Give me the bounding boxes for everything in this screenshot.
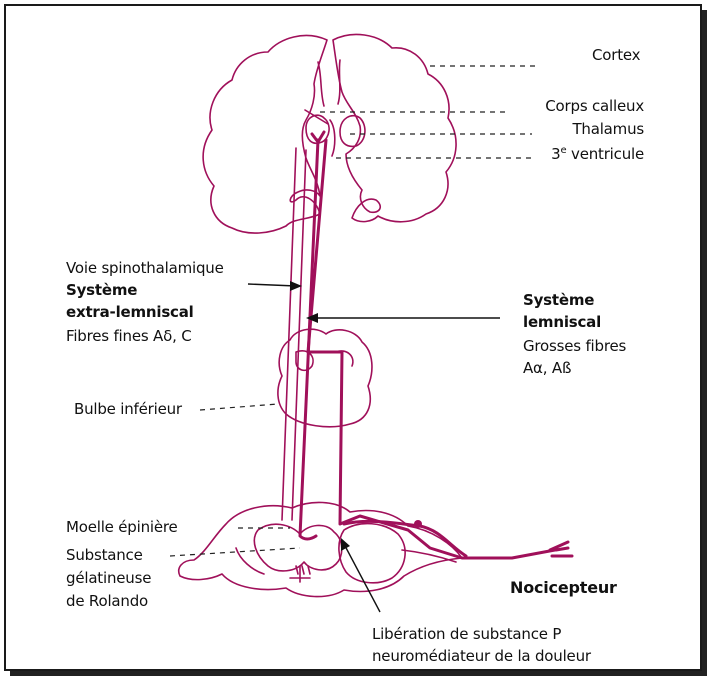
label-liberation: Libération de substance P	[372, 624, 561, 644]
label-de-rolando: de Rolando	[66, 591, 148, 611]
label-voie-spinothalamique: Voie spinothalamique	[66, 258, 224, 278]
label-grosses-fibres: Grosses fibres	[523, 336, 626, 356]
spinal-detail	[236, 548, 456, 582]
leader-substance	[170, 548, 300, 556]
leader-bulbe	[200, 404, 278, 410]
label-nocicepteur: Nocicepteur	[510, 578, 617, 598]
arrow-substance-p	[344, 544, 380, 612]
brain-fissure	[305, 60, 340, 124]
brain-left-hemisphere	[203, 36, 327, 234]
brain-right-hemisphere	[333, 34, 456, 221]
thalamus-right	[340, 116, 365, 147]
label-bulbe: Bulbe inférieur	[74, 399, 182, 419]
label-neuromediateur: neuromédiateur de la douleur	[372, 646, 591, 666]
label-ventricule: 3e ventricule	[510, 144, 644, 164]
label-moelle: Moelle épinière	[66, 517, 178, 537]
label-systeme-extra: Système	[66, 280, 137, 300]
spinal-cord-outline	[179, 502, 462, 596]
receptor-ending	[550, 542, 572, 556]
arrowhead-substance-p	[341, 538, 350, 551]
label-extra-lemniscal: extra-lemniscal	[66, 302, 194, 322]
medulla-inner	[296, 351, 353, 370]
ventricle	[330, 120, 335, 156]
label-thalamus: Thalamus	[510, 119, 644, 139]
ganglion-cell	[414, 520, 422, 528]
label-fibres-fines: Fibres fines Aδ, C	[66, 326, 192, 346]
label-systeme-lemniscal: Système	[523, 290, 594, 310]
label-corps-calleux: Corps calleux	[510, 96, 644, 116]
label-lemniscal: lemniscal	[523, 312, 601, 332]
arrow-spinothalamic	[248, 284, 296, 286]
medulla	[278, 329, 372, 427]
label-cortex: Cortex	[592, 45, 640, 65]
lemniscal-tract	[308, 140, 555, 558]
label-gelatineuse: gélatineuse	[66, 568, 151, 588]
grey-matter	[254, 524, 341, 571]
label-substance: Substance	[66, 545, 143, 565]
label-a-alpha: Aα, Aß	[523, 358, 571, 378]
thalamic-fork	[312, 132, 324, 142]
